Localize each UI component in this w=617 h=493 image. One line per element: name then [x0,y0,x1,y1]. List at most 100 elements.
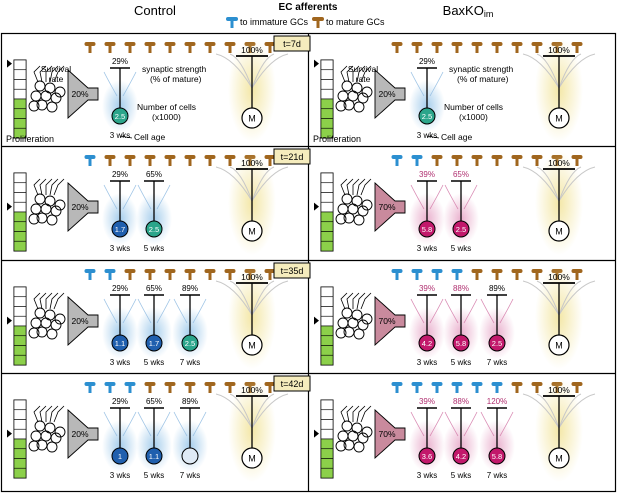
proliferation-pointer-icon [314,202,319,211]
proliferation-rung [13,221,27,232]
proliferation-rung [320,192,334,203]
afferent-bouton [491,42,503,46]
cell-branch [410,298,425,324]
mature-dendrite-branch [558,393,582,429]
cell-age-label: 3 wks [417,244,437,253]
afferent-bouton [184,42,196,46]
afferent-synapse-icon [531,42,543,53]
survival-funnel-icon [374,408,406,460]
proliferation-rung [13,286,27,298]
afferent-bouton [391,269,403,273]
cell-branch [122,411,137,437]
progenitor-process [352,292,360,309]
mature-dendrite-branch [229,166,253,202]
proliferation-rung [13,325,27,337]
afferent-bouton [124,155,136,159]
progenitor-cluster [28,65,66,113]
granule-cell-5-wks: 4.288%5 wks [443,397,479,480]
cell-count-value: 1.1 [149,452,159,461]
mature-soma [241,220,263,242]
afferent-synapse-icon [571,269,583,280]
cell-branch [410,71,425,97]
afferent-stem [168,158,172,166]
progenitor-process [53,65,65,83]
cell-count-value: 4.2 [456,452,466,461]
afferent-synapse-icon [164,155,176,166]
cell-branch [103,298,118,324]
afferent-stem [228,158,232,166]
timepoint-badge: t=7d [273,35,311,52]
panel-control-t=7d: 20%2.529%3 wksM100%Survivalratesynaptic … [6,38,289,144]
afferent-synapse-icon [531,269,543,280]
mature-dendrite-branch [558,393,596,429]
afferent-synapse-icon [571,382,583,393]
afferent-synapse-icon [224,155,236,166]
progenitor-cell [347,90,359,102]
cell-age-label: 7 wks [487,471,507,480]
mature-strength-value: 100% [241,272,263,282]
mature-dendrite-branch [229,280,253,316]
afferent-stem [515,385,519,393]
afferent-synapse-icon [164,382,176,393]
mature-dendrite-branch [536,53,560,89]
afferent-stem [188,158,192,166]
afferent-stem [415,272,419,280]
afferent-bouton [184,382,196,386]
proliferation-rung [320,79,334,90]
proliferation-pointer-icon [7,316,12,325]
progenitor-cell [361,199,373,211]
progenitor-cell [337,317,349,329]
afferent-bouton [204,269,216,273]
proliferation-pointer-icon [314,316,319,325]
afferent-stem [188,45,192,53]
cell-branch [103,411,118,437]
proliferation-gauge [7,172,27,252]
synaptic-strength-value: 65% [146,170,162,179]
afferent-bouton [491,382,503,386]
afferent-synapse-icon [184,269,196,280]
progenitor-cell [341,420,353,432]
afferent-synapse-icon [451,155,463,166]
mature-marker-label: M [555,114,563,124]
survival-rate-value: 70% [378,429,395,439]
mature-dendrite-branch [251,166,275,202]
afferent-stem [228,385,232,393]
proliferation-rung [320,399,334,411]
cell-age-label: 7 wks [487,358,507,367]
afferent-stem [88,158,92,166]
afferent-synapse-icon [491,42,503,53]
afferent-synapse-icon [431,155,443,166]
afferent-bouton [204,155,216,159]
afferent-stem [435,45,439,53]
progenitor-cell [40,430,52,442]
mature-marker-label: M [555,227,563,237]
cell-soma [145,447,163,465]
afferent-stem [475,45,479,53]
synaptic-strength-value: 29% [112,397,128,406]
proliferation-rung [13,88,27,100]
progenitor-cell [46,441,58,453]
afferent-stem [228,45,232,53]
synaptic-strength-value: 65% [146,284,162,293]
cell-count-value: 2.5 [149,225,159,234]
timepoint-badge: t=35d [273,262,311,279]
progenitor-process [346,405,354,423]
afferent-bouton [391,155,403,159]
granule-cell-7-wks: 2.589%7 wks [172,284,208,367]
afferent-stem [495,158,499,166]
proliferation-rung [13,335,27,346]
proliferation-rung [320,438,334,450]
survival-rate-value: 20% [71,202,88,212]
progenitor-cell [40,90,52,102]
proliferation-rung [13,240,27,252]
afferent-stem [268,158,272,166]
afferent-bouton [531,155,543,159]
afferent-bouton [164,382,176,386]
progenitor-cell [44,82,56,94]
progenitor-cell [347,317,359,329]
cell-branch [122,71,137,97]
